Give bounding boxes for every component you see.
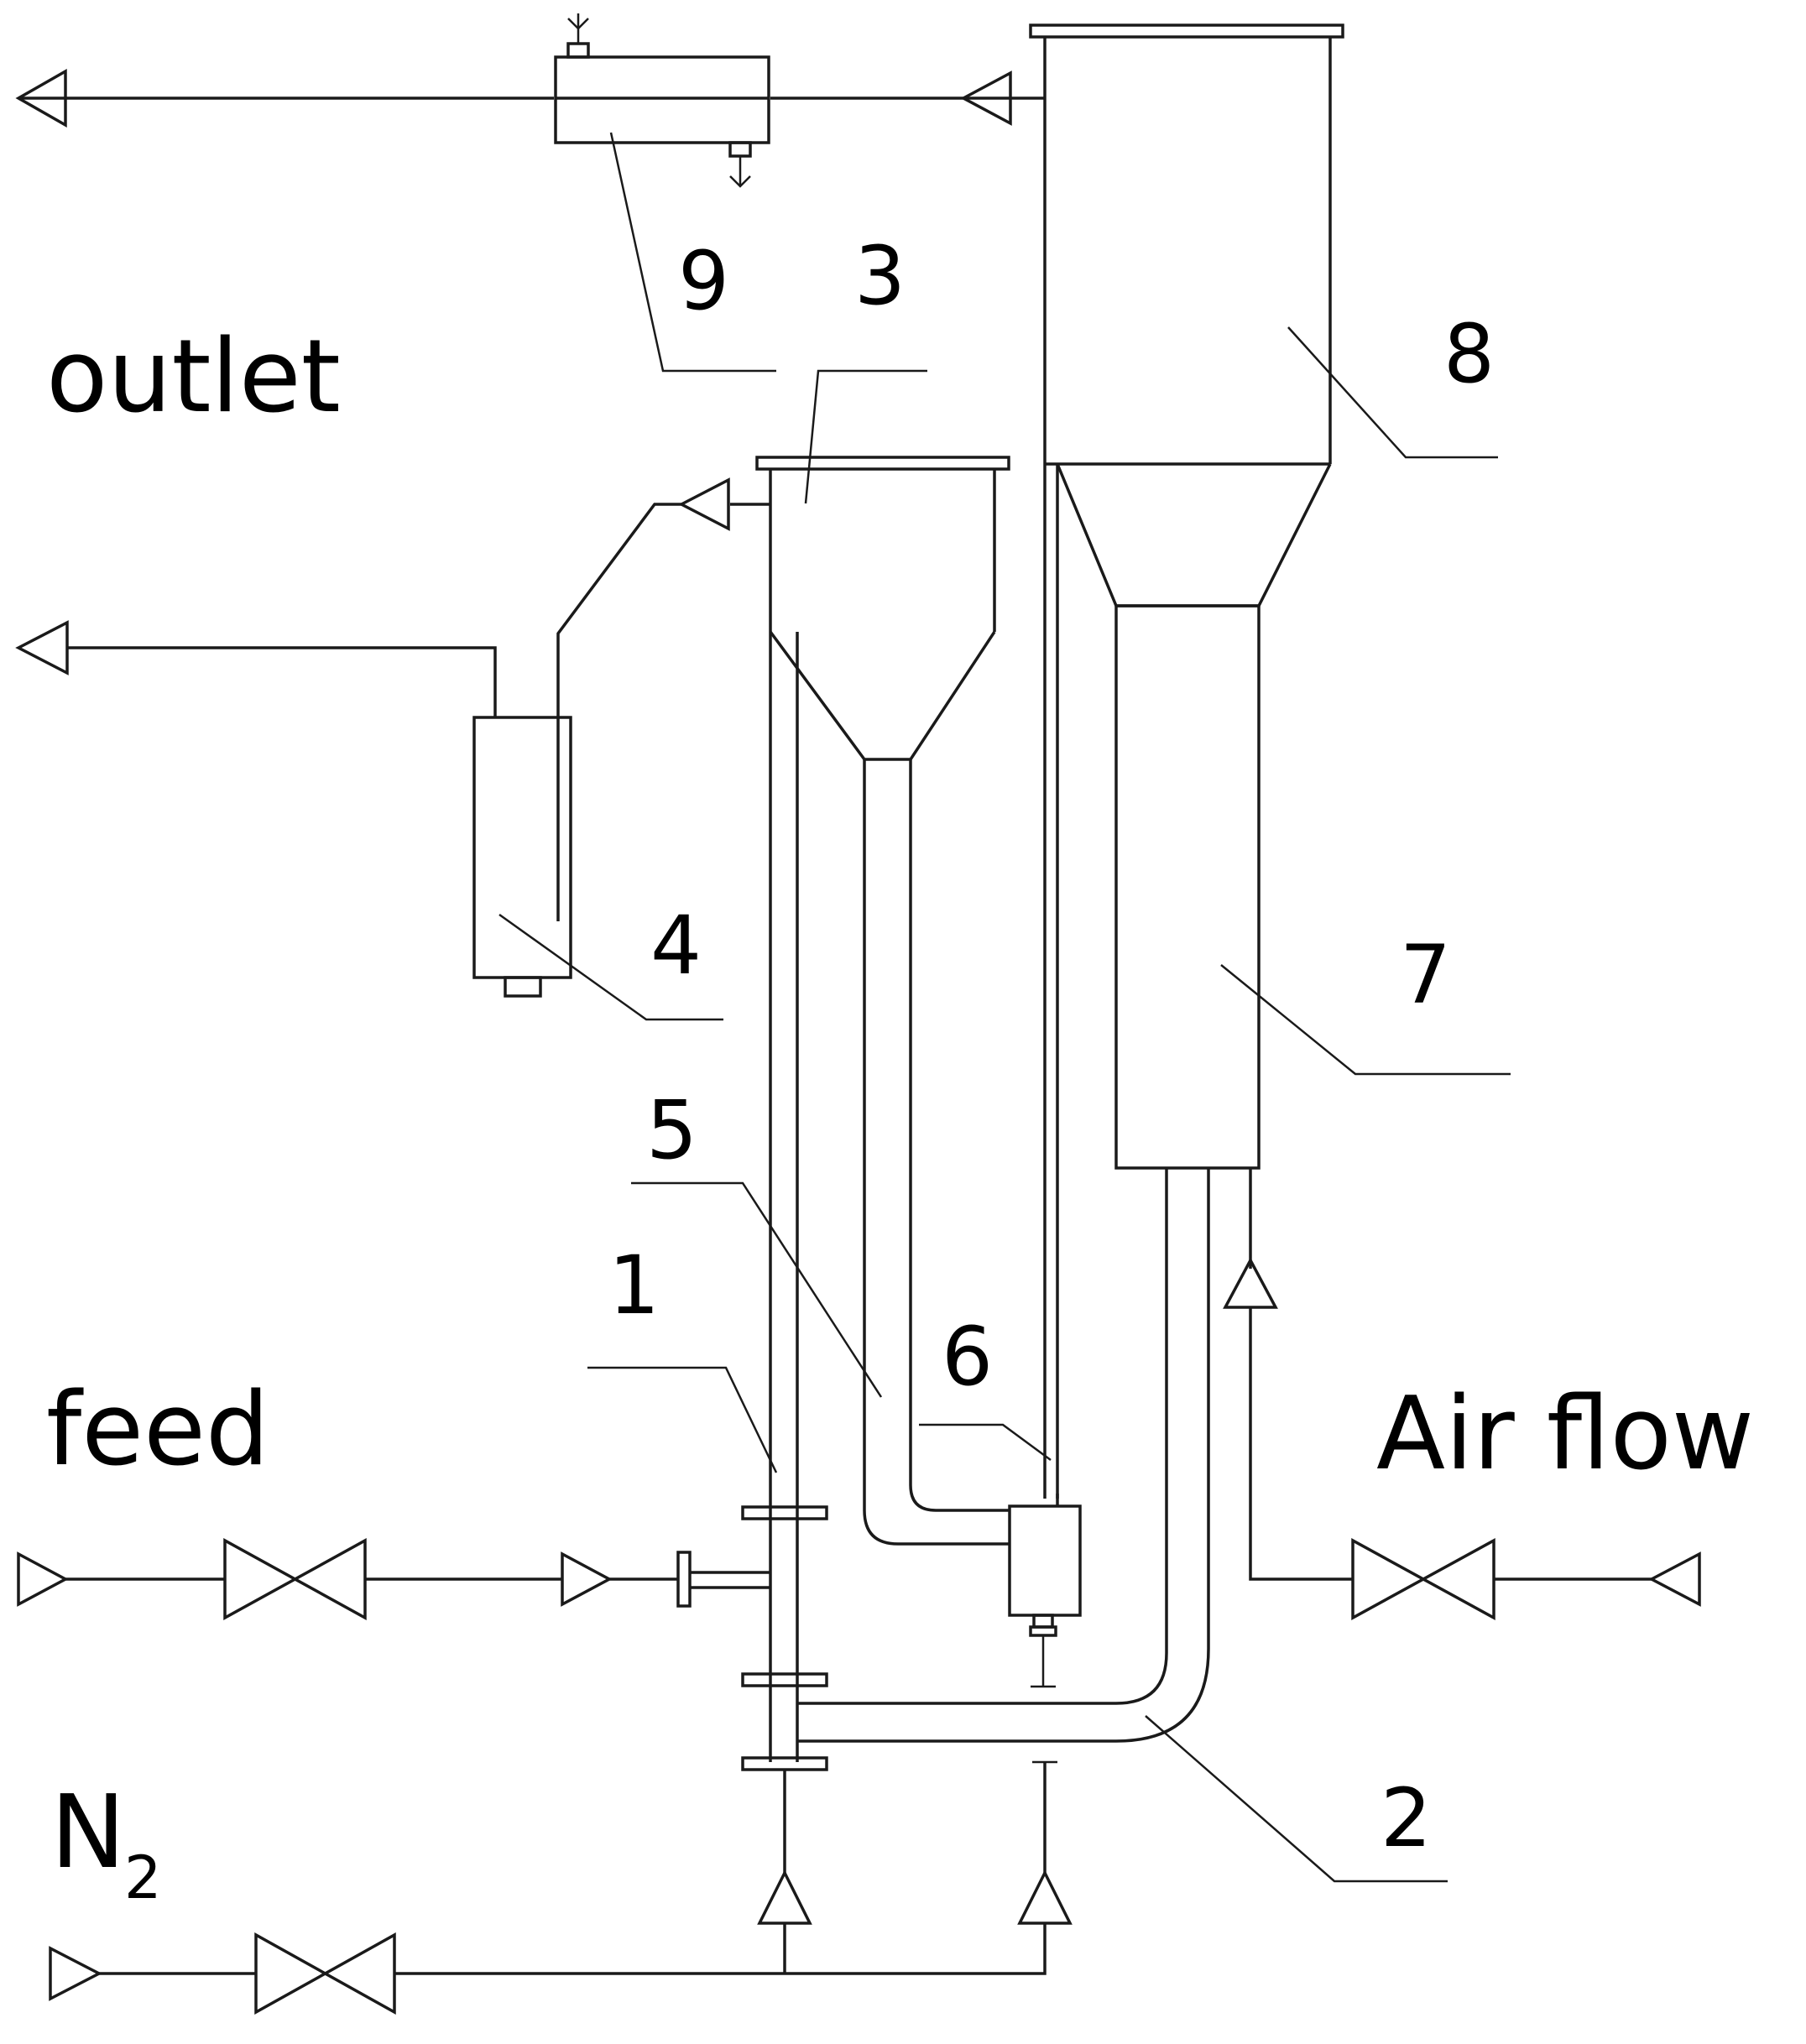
n2-arrow-up-icon [1017,1869,1073,1925]
outlet-arrow-left-icon [15,68,67,128]
valve-6 [1008,1494,1082,1688]
label-9: 9 [678,234,729,328]
outlet-arrow-left-icon [15,620,69,675]
air-flow-line [1223,1168,1701,1620]
top-outlet-line [15,68,1045,128]
feed-label: feed [46,1372,269,1489]
air-flow-label: Air flow [1376,1376,1754,1493]
vessel-8 [1029,23,1344,1499]
label-5: 5 [646,1083,697,1177]
feed-valve-icon [223,1538,367,1620]
filter-9 [554,13,770,188]
label-2: 2 [1381,1771,1432,1865]
air-valve-icon [1351,1538,1495,1620]
bend-2 [797,1168,1210,1743]
leader-lines [498,132,1511,1883]
label-3: 3 [854,229,906,323]
label-4: 4 [650,899,702,993]
feed-arrow-right-icon [17,1551,69,1607]
label-6: 6 [942,1310,993,1404]
flow-arrow-left-icon [960,70,1012,126]
flanges [741,1505,828,1771]
n2-arrow-right-icon [49,1946,102,2001]
label-1: 1 [608,1238,660,1332]
feed-line [17,1538,770,1620]
outlet-line-3-to-4 [556,477,770,921]
n2-valve-icon [254,1932,396,2015]
n2-line [49,1760,1073,2015]
label-8: 8 [1443,307,1495,401]
n2-subscript: 2 [124,1843,162,1912]
feed-arrow-right-icon [561,1551,613,1607]
riser-7 [1114,604,1261,1170]
flow-arrow-left-icon [678,477,730,531]
cyclone-3 [755,456,1010,1762]
label-7: 7 [1400,928,1451,1022]
outlet-label: outlet [46,319,341,435]
air-arrow-left-icon [1648,1551,1701,1607]
vessel-4 [15,620,572,998]
n2-label: N [50,1775,126,1891]
dipleg-5 [863,759,1010,1546]
n2-arrow-up-icon [757,1869,812,1925]
